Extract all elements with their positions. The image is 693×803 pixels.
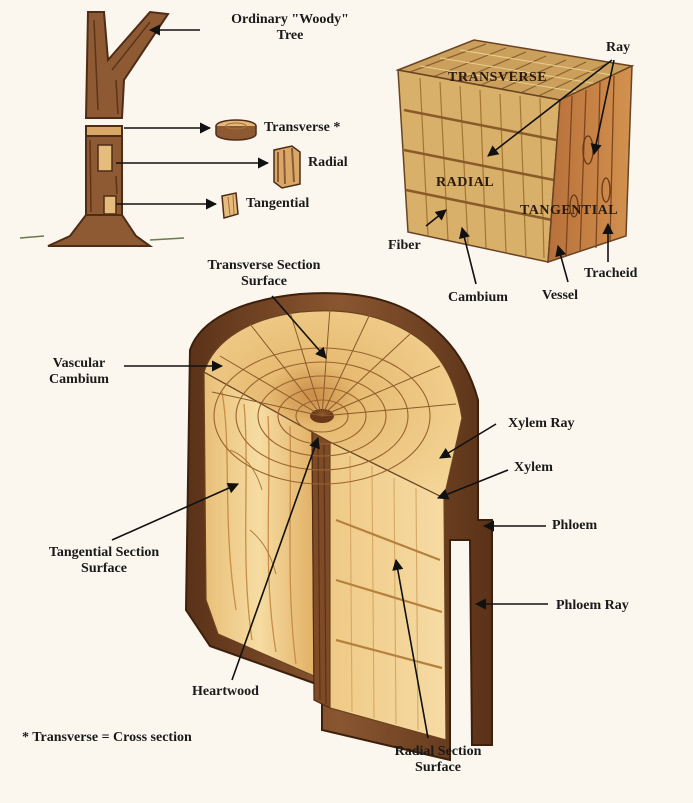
label-radial-section-line2: Surface xyxy=(378,760,498,776)
label-transverse-small: Transverse * xyxy=(264,120,340,136)
label-tracheid: Tracheid xyxy=(584,266,637,282)
label-ordinary-tree-line2: Tree xyxy=(205,28,375,44)
label-tangential-section-line1: Tangential Section xyxy=(24,545,184,561)
sample-radial xyxy=(274,146,300,188)
face-label-transverse: TRANSVERSE xyxy=(448,70,547,86)
label-cambium: Cambium xyxy=(448,290,508,306)
label-tangential-small: Tangential xyxy=(246,196,309,212)
label-vessel: Vessel xyxy=(542,288,578,304)
label-ordinary-tree: Ordinary "Woody" Tree xyxy=(205,12,375,44)
footnote: * Transverse = Cross section xyxy=(22,730,192,746)
label-vascular-cambium-line1: Vascular xyxy=(34,356,124,372)
label-radial-section-line1: Radial Section xyxy=(378,744,498,760)
label-phloem-ray: Phloem Ray xyxy=(556,598,629,614)
sample-transverse xyxy=(216,120,256,140)
label-transverse-section-line1: Transverse Section xyxy=(174,258,354,274)
label-heartwood: Heartwood xyxy=(192,684,259,700)
label-ray: Ray xyxy=(606,40,630,56)
label-tangential-section: Tangential Section Surface xyxy=(24,545,184,577)
label-tangential-section-line2: Surface xyxy=(24,561,184,577)
label-ordinary-tree-line1: Ordinary "Woody" xyxy=(205,12,375,28)
face-label-radial: RADIAL xyxy=(436,175,494,191)
label-transverse-section-line2: Surface xyxy=(174,274,354,290)
label-transverse-section: Transverse Section Surface xyxy=(174,258,354,290)
sample-tangential xyxy=(222,193,238,218)
label-radial-section: Radial Section Surface xyxy=(378,744,498,776)
face-label-tangential: TANGENTIAL xyxy=(520,203,618,219)
label-vascular-cambium: Vascular Cambium xyxy=(34,356,124,388)
label-fiber: Fiber xyxy=(388,238,421,254)
label-radial-small: Radial xyxy=(308,155,348,171)
label-xylem: Xylem xyxy=(514,460,553,476)
label-vascular-cambium-line2: Cambium xyxy=(34,372,124,388)
label-phloem: Phloem xyxy=(552,518,597,534)
tree-illustration xyxy=(20,12,184,246)
label-xylem-ray: Xylem Ray xyxy=(508,416,575,432)
